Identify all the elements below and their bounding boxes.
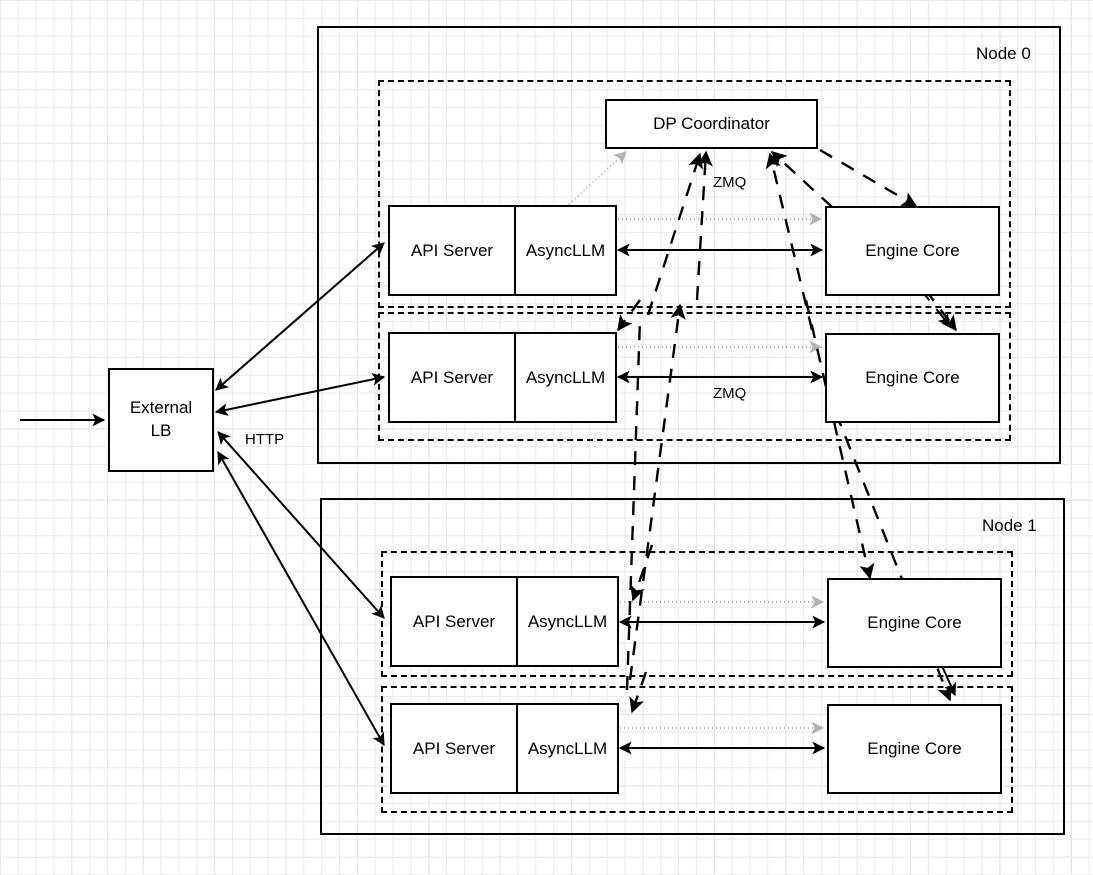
http-edge-label: HTTP bbox=[245, 431, 285, 448]
api-server-label: API Server bbox=[390, 207, 516, 294]
node-1-label: Node 1 bbox=[982, 516, 1037, 535]
node-0-rank-0-engine-core-box[interactable]: Engine Core bbox=[825, 206, 1000, 296]
async-llm-label: AsyncLLM bbox=[527, 738, 608, 758]
node-1-rank-0-api-server-box[interactable]: API Server AsyncLLM bbox=[390, 576, 619, 667]
node-1-rank-0-engine-core-box[interactable]: Engine Core bbox=[827, 578, 1002, 668]
external-lb-box[interactable]: External LB bbox=[108, 368, 214, 472]
api-server-label: API Server bbox=[392, 705, 518, 792]
dp-coordinator-box[interactable]: DP Coordinator bbox=[605, 99, 818, 149]
api-server-label: API Server bbox=[390, 334, 516, 421]
node-1-rank-1-api-server-box[interactable]: API Server AsyncLLM bbox=[390, 703, 619, 794]
node-0-rank-1-engine-core-box[interactable]: Engine Core bbox=[825, 333, 1000, 423]
zmq-coordinator-label: ZMQ bbox=[713, 174, 747, 191]
api-server-label: API Server bbox=[392, 578, 518, 665]
zmq-node-0-rank-1-label: ZMQ bbox=[713, 385, 747, 402]
external-lb-label-line2: LB bbox=[150, 421, 172, 440]
node-1-rank-1-group bbox=[381, 686, 1013, 813]
external-lb-label-line1: External bbox=[129, 398, 193, 418]
node-1-rank-1-engine-core-box[interactable]: Engine Core bbox=[827, 704, 1002, 794]
node-0-label: Node 0 bbox=[976, 44, 1031, 63]
async-llm-label: AsyncLLM bbox=[527, 611, 608, 631]
async-llm-label: AsyncLLM bbox=[525, 240, 606, 260]
async-llm-label: AsyncLLM bbox=[525, 367, 606, 387]
node-0-rank-1-api-server-box[interactable]: API Server AsyncLLM bbox=[388, 332, 617, 423]
node-0-rank-0-api-server-box[interactable]: API Server AsyncLLM bbox=[388, 205, 617, 296]
